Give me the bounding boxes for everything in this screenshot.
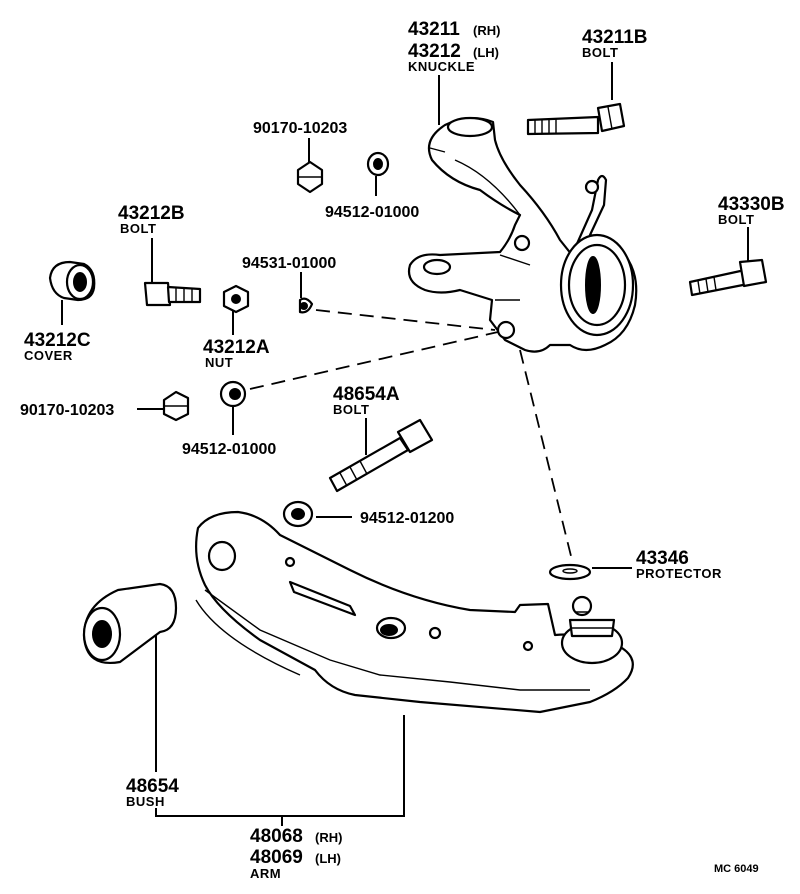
label-protector: 43346 PROTECTOR	[636, 548, 722, 581]
knuckle-bolt-name: BOLT	[582, 45, 618, 60]
protector-part-number: 43346	[636, 548, 689, 569]
label-top-nut: 90170-10203	[253, 120, 347, 137]
label-cover: 43212C COVER	[24, 330, 91, 363]
arm-side-lh: (LH)	[315, 851, 341, 866]
label-arm: 48068 (RH) 48069 (LH) ARM	[250, 826, 342, 881]
bolt-48654a-part-number: 48654A	[333, 384, 400, 405]
arm-side-rh: (RH)	[315, 830, 342, 845]
knuckle-bolt-part-number: 43211B	[582, 27, 648, 48]
leader-lines	[61, 62, 749, 826]
label-mid-washer: 94512-01000	[182, 441, 276, 458]
mid-nut-drawing	[162, 390, 190, 422]
mid-nut-part-number: 90170-10203	[20, 402, 114, 419]
reference-code: MC 6049	[714, 863, 759, 875]
bolt-48654a-name: BOLT	[333, 402, 369, 417]
top-washer-drawing	[366, 151, 390, 177]
bolt-43212b-drawing	[143, 281, 202, 307]
knuckle-side-rh: (RH)	[473, 23, 500, 38]
label-top-washer: 94512-01000	[325, 204, 419, 221]
knuckle-drawing	[407, 116, 638, 353]
arm-part-number-lh: 48069	[250, 847, 303, 868]
knuckle-name: KNUCKLE	[408, 59, 475, 74]
arm-washer-drawing	[282, 500, 314, 528]
label-nut-43212a: 43212A NUT	[203, 337, 270, 370]
arm-part-number-rh: 48068	[250, 826, 303, 847]
bolt-43330b-part-number: 43330B	[718, 194, 785, 215]
label-knuckle: 43211 (RH) 43212 (LH) KNUCKLE	[408, 19, 500, 74]
arm-drawing	[195, 510, 634, 714]
knuckle-side-lh: (LH)	[473, 45, 499, 60]
cover-drawing	[48, 260, 96, 302]
top-nut-drawing	[296, 160, 324, 194]
knuckle-bolt-drawing	[526, 102, 626, 136]
nut-43212a-drawing	[222, 284, 250, 314]
bush-name: BUSH	[126, 794, 165, 809]
mid-washer-part-number: 94512-01000	[182, 441, 276, 458]
mid-washer-drawing	[219, 380, 247, 408]
top-nut-part-number: 90170-10203	[253, 120, 347, 137]
protector-drawing	[548, 563, 592, 581]
label-bolt-43212b: 43212B BOLT	[118, 203, 185, 236]
bolt-48654a-drawing	[328, 418, 434, 493]
label-mid-nut: 90170-10203	[20, 402, 114, 419]
label-bush: 48654 BUSH	[126, 776, 179, 809]
pin-drawing	[298, 297, 314, 314]
label-knuckle-bolt: 43211B BOLT	[582, 27, 648, 60]
nut-43212a-part-number: 43212A	[203, 337, 270, 358]
cover-part-number: 43212C	[24, 330, 91, 351]
nut-43212a-name: NUT	[205, 355, 233, 370]
top-washer-part-number: 94512-01000	[325, 204, 419, 221]
cover-name: COVER	[24, 348, 73, 363]
label-arm-washer: 94512-01200	[360, 510, 454, 527]
bolt-43330b-name: BOLT	[718, 212, 754, 227]
knuckle-part-number-lh: 43212	[408, 41, 461, 62]
bush-drawing	[82, 582, 178, 665]
protector-name: PROTECTOR	[636, 566, 722, 581]
label-pin: 94531-01000	[242, 255, 336, 272]
bolt-43330b-drawing	[688, 258, 768, 297]
bolt-43212b-name: BOLT	[120, 221, 156, 236]
label-bolt-48654a: 48654A BOLT	[333, 384, 400, 417]
bolt-43212b-part-number: 43212B	[118, 203, 185, 224]
label-bolt-43330b: 43330B BOLT	[718, 194, 785, 227]
pin-part-number: 94531-01000	[242, 255, 336, 272]
bush-part-number: 48654	[126, 776, 179, 797]
assembly-lines	[249, 309, 573, 561]
arm-washer-part-number: 94512-01200	[360, 510, 454, 527]
knuckle-part-number-rh: 43211	[408, 19, 460, 40]
arm-name: ARM	[250, 866, 281, 881]
